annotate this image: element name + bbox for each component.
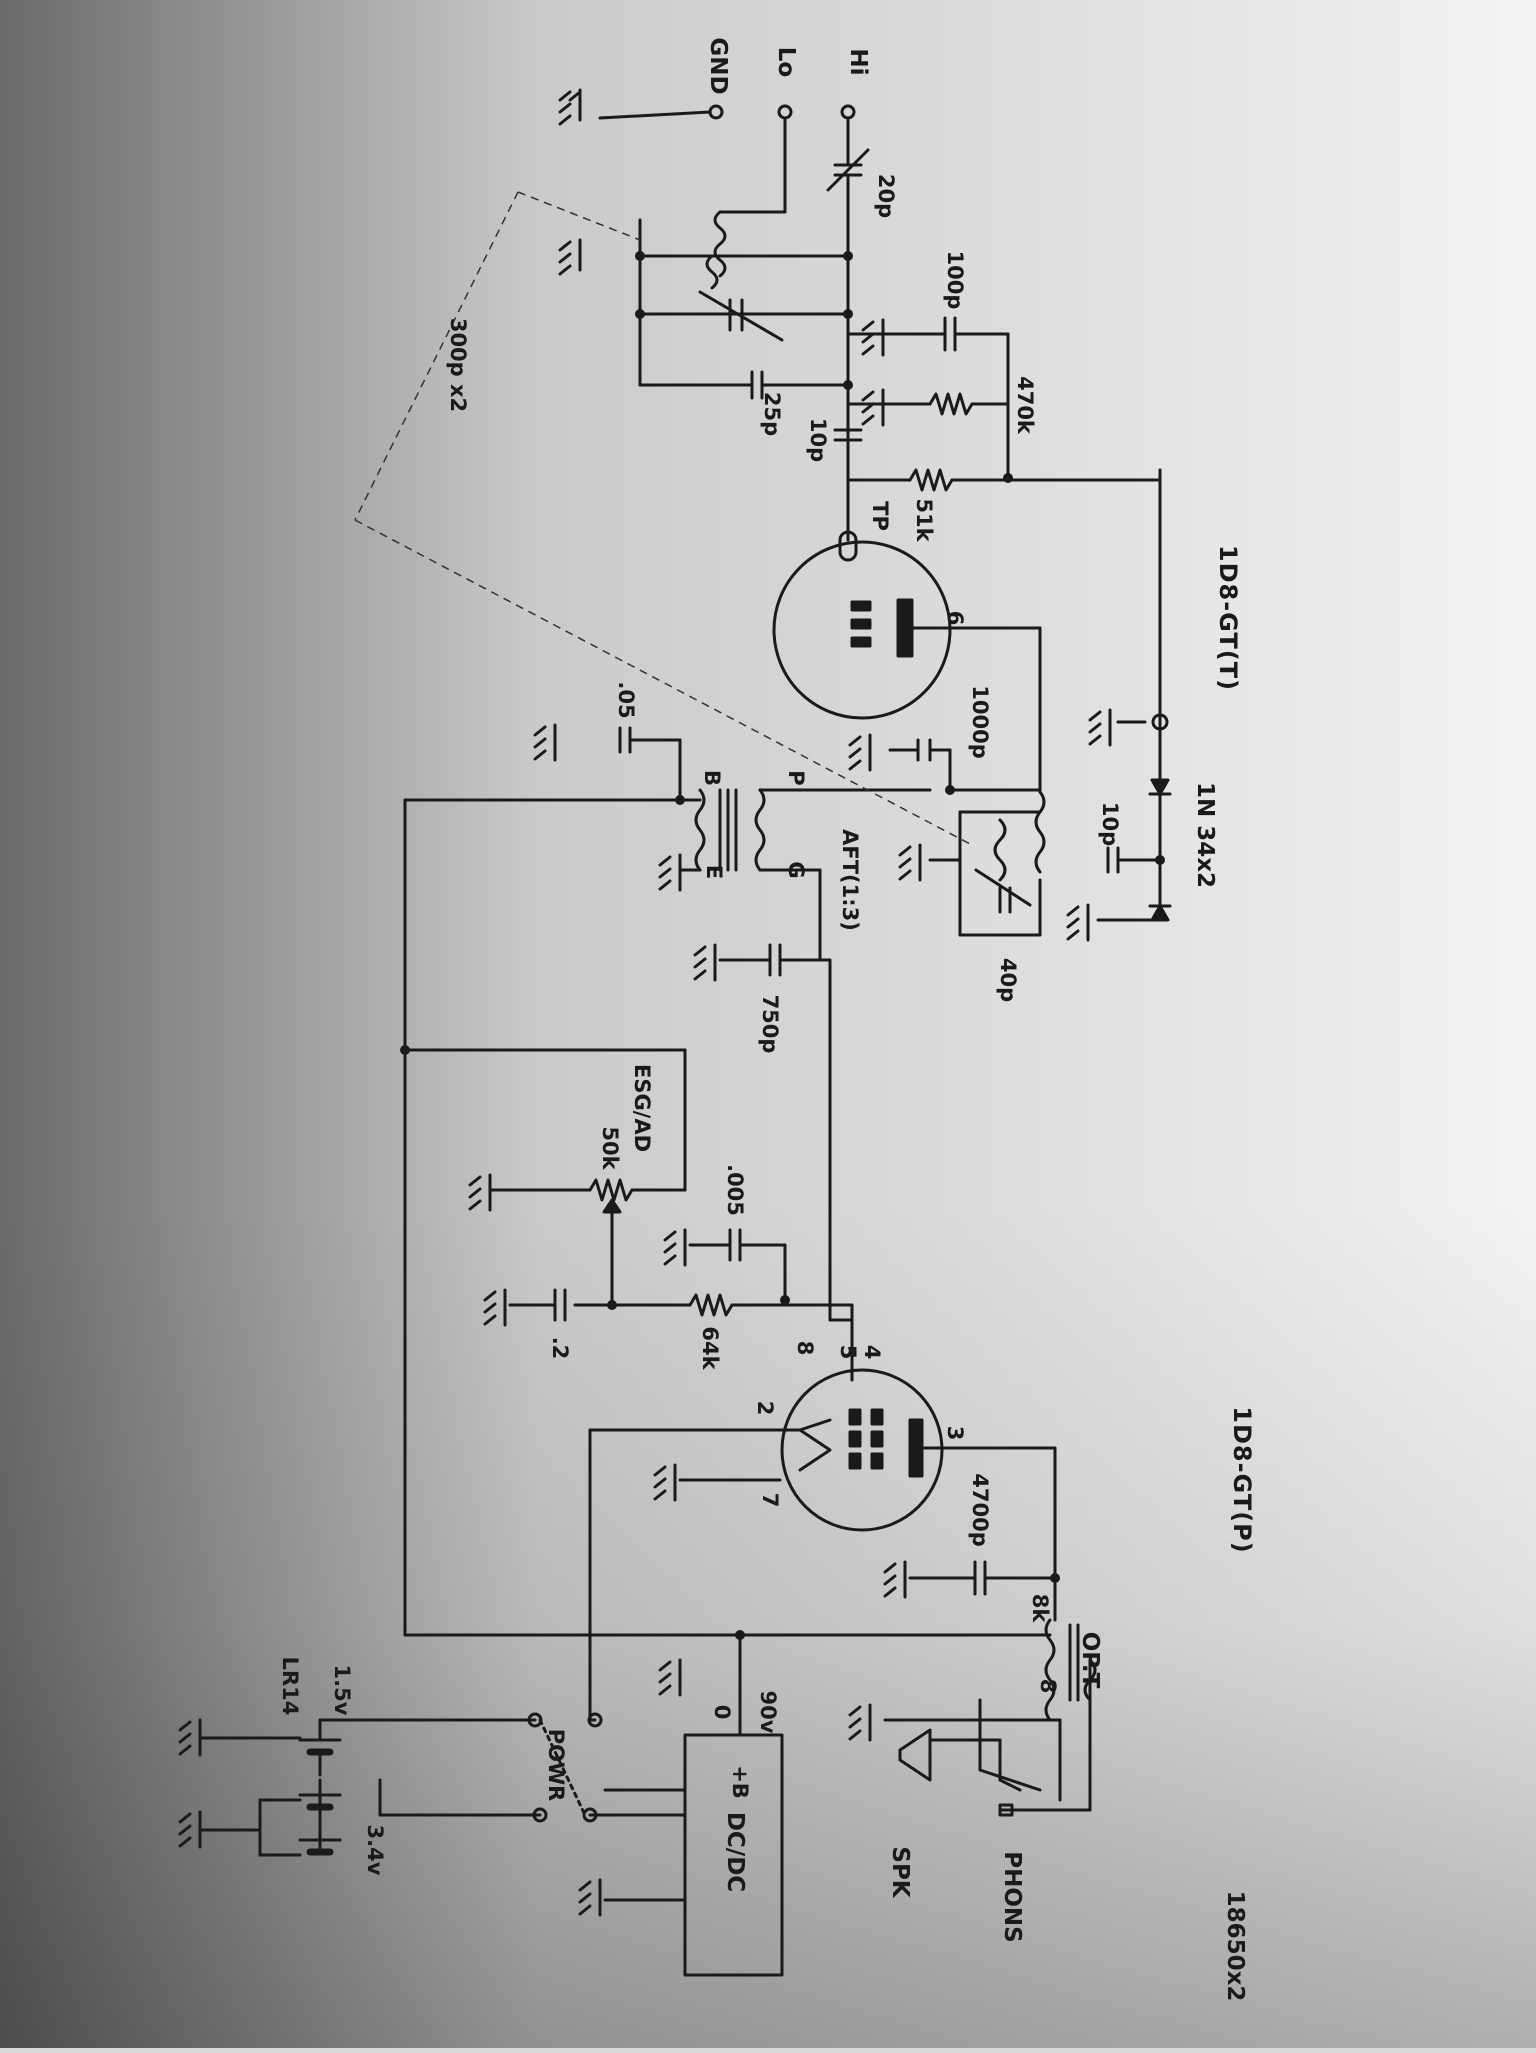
- battery-18650-label: 18650x2: [1222, 1890, 1248, 2002]
- zero-label: 0: [710, 1704, 734, 1720]
- voltage-3-4v-label: 3.4v: [363, 1824, 387, 1876]
- volume-name-label: ESG/AD: [630, 1063, 654, 1153]
- pin-5-label: 5: [836, 1344, 860, 1360]
- pin-6-label: 6: [943, 610, 967, 626]
- cap-25p-label: 25p: [760, 391, 784, 437]
- aft-e-label: E: [702, 864, 726, 880]
- dcdc-box: [683, 1733, 784, 1977]
- cap-750p-label: 750p: [758, 994, 782, 1054]
- cap-2-label: .2: [548, 1336, 572, 1360]
- title-detector-tube: 1D8-GT(T): [1214, 544, 1242, 692]
- cap-40p-label: 40p: [996, 957, 1020, 1003]
- dcdc-label: DC/DC: [722, 1811, 748, 1893]
- opt-pin-8-label: 8: [1036, 1678, 1060, 1694]
- voltage-1-5v-label: 1.5v: [330, 1664, 354, 1716]
- pin-2-label: 2: [753, 1400, 777, 1416]
- cap-10p-grid-label: 10p: [806, 417, 830, 463]
- hi-label: Hi: [845, 48, 871, 76]
- speaker-label: SPK: [887, 1846, 913, 1898]
- power-switch-label: POWR: [544, 1728, 568, 1802]
- cap-1000p-label: 1000p: [968, 685, 992, 759]
- aft-g-label: G: [784, 861, 808, 879]
- pin-7-label: 7: [758, 1492, 782, 1508]
- title-power-tube: 1D8-GT(P): [1228, 1406, 1256, 1554]
- lr14-label: LR14: [278, 1656, 302, 1716]
- pin-3-label: 3: [943, 1425, 967, 1441]
- cap-20p-label: 20p: [874, 173, 898, 219]
- res-51k-label: 51k: [912, 498, 936, 542]
- cap-05-label: .05: [614, 681, 638, 719]
- gnd-label: GND: [705, 37, 731, 95]
- aft-p-label: P: [784, 770, 808, 786]
- tube-1d8-t: [772, 540, 952, 720]
- aft-b-label: B: [700, 769, 724, 787]
- output-transformer-label: OP.T: [1077, 1631, 1103, 1689]
- plus-b-label: +B: [728, 1765, 752, 1799]
- res-470k-label: 470k: [1013, 376, 1037, 434]
- voltage-90v-label: 90v: [756, 1690, 780, 1734]
- volume-value-label: 50k: [598, 1126, 622, 1170]
- lo-label: Lo: [773, 46, 799, 78]
- pin-4-label: 4: [860, 1344, 884, 1360]
- aft-label: AFT(1:3): [838, 829, 862, 931]
- cap-4700p-label: 4700p: [968, 1473, 992, 1547]
- tube-1d8-p: [780, 1368, 944, 1532]
- gang-cap-label: 300p x2: [446, 317, 470, 413]
- res-64k-label: 64k: [698, 1326, 722, 1370]
- phones-label: PHONS: [999, 1851, 1025, 1943]
- diode-label: 1N 34x2: [1192, 781, 1218, 889]
- cap-100p-label: 100p: [943, 250, 967, 310]
- cap-10p-det-label: 10p: [1098, 801, 1122, 847]
- res-8k-label: 8k: [1028, 1593, 1052, 1623]
- cap-005-label: .005: [723, 1164, 747, 1216]
- pin-8-label: 8: [793, 1340, 817, 1356]
- test-point-label: TP: [868, 501, 892, 531]
